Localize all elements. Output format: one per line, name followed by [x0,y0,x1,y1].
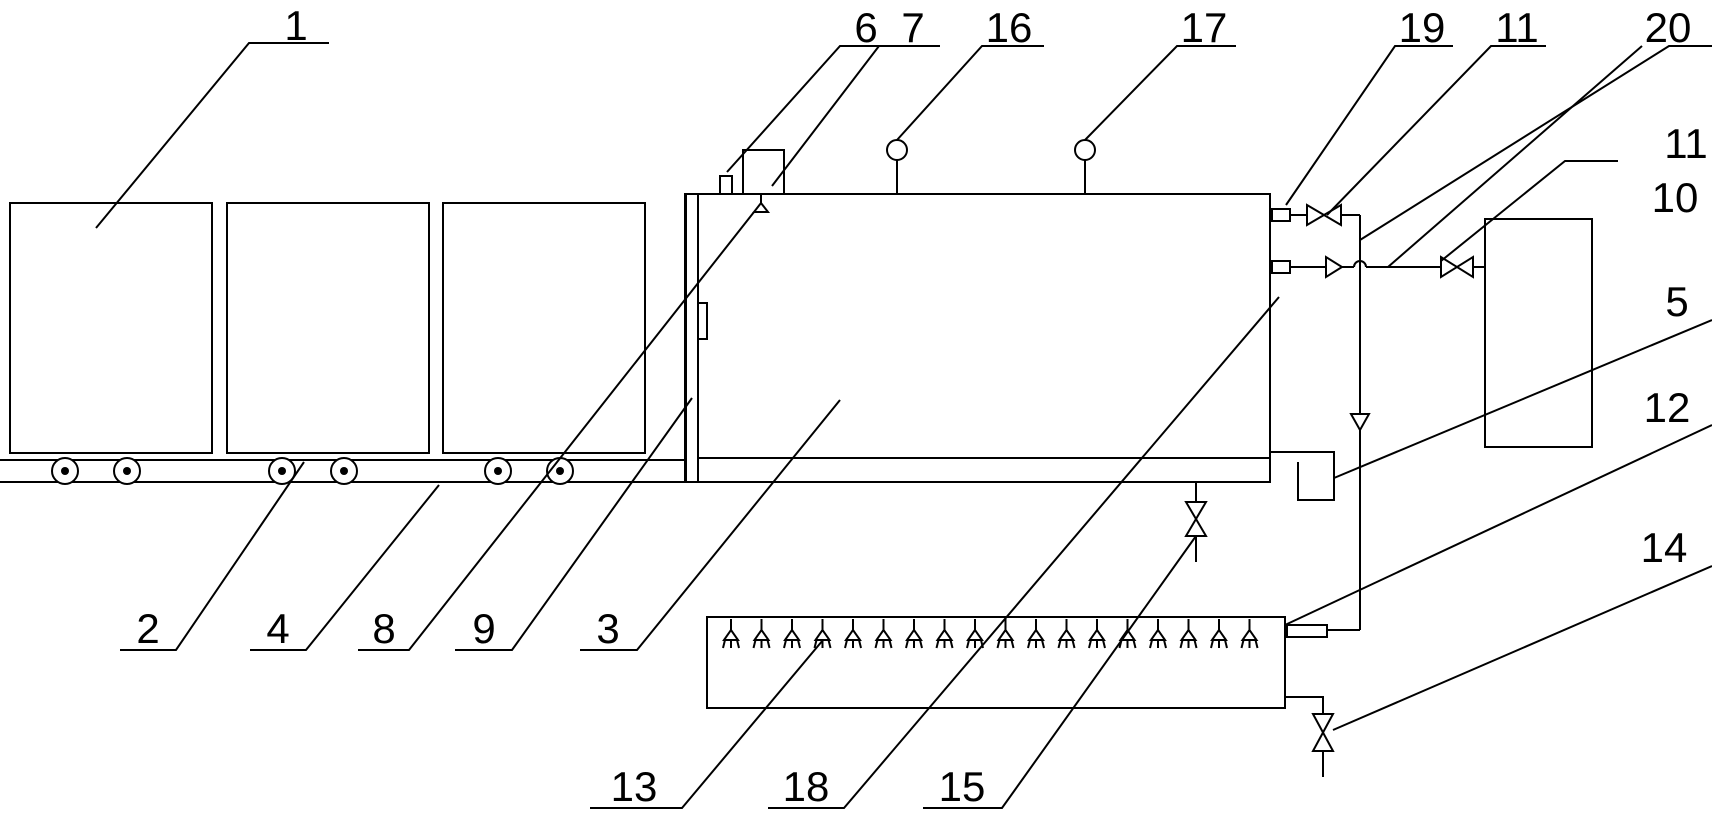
spray-nozzle [966,619,984,649]
drain-box [1270,451,1335,501]
spray-nozzle [722,619,740,649]
spray-nozzle [935,619,954,649]
label-11-side: 11 [1664,120,1708,167]
spray-nozzle [844,619,862,649]
label-17: 17 [1181,4,1228,51]
wheel [51,457,79,485]
label-2: 2 [136,605,159,652]
chamber-door [685,193,708,483]
gauge-17 [1074,139,1096,194]
spray-nozzle [783,619,801,649]
spray-nozzle [1149,619,1167,649]
material-cart-3 [442,202,646,454]
spray-pool [706,616,1328,709]
label-16: 16 [986,4,1033,51]
label-3: 3 [596,605,619,652]
spray-nozzles [722,619,1259,649]
spray-nozzle [1088,619,1106,649]
wheel [546,457,574,485]
spray-nozzle [1057,619,1076,649]
label-4: 4 [266,605,289,652]
spray-nozzle [905,619,923,649]
top-nozzle [751,194,771,213]
spray-nozzle [874,619,893,649]
label-18: 18 [783,763,830,810]
cart-wheels [51,457,574,485]
pipe-20 [1290,215,1441,631]
wheel [330,457,358,485]
label-9: 9 [472,605,495,652]
outlet-port-19 [1271,208,1307,222]
spray-nozzle [1240,619,1259,649]
wheel [484,457,512,485]
water-tank [1484,218,1593,448]
top-motor-box [742,149,785,195]
wheel [268,457,296,485]
spray-nozzle [996,619,1015,649]
leader-lines [95,42,1712,809]
spray-nozzle [1179,619,1198,649]
wheel [113,457,141,485]
gauge-16 [886,139,908,194]
label-12: 12 [1644,384,1691,431]
material-cart-2 [226,202,430,454]
valve-11-lower [1440,255,1485,279]
spray-nozzle [1210,619,1228,649]
label-8: 8 [372,605,395,652]
top-sensor-block [719,175,733,195]
label-10: 10 [1652,174,1699,221]
material-cart-1 [9,202,213,454]
part-labels: 1 6 7 16 17 19 11 20 11 10 5 12 14 2 4 8… [136,2,1707,810]
label-13: 13 [611,763,658,810]
label-1: 1 [284,2,307,49]
spray-nozzle [1027,619,1045,649]
drain-valve-14 [1285,696,1335,777]
label-7: 7 [901,4,924,51]
spray-nozzle [752,619,771,649]
label-15: 15 [939,763,986,810]
label-20: 20 [1645,4,1692,51]
label-6: 6 [854,4,877,51]
label-19: 19 [1399,4,1446,51]
drain-valve-15 [1184,482,1208,562]
label-14: 14 [1641,524,1688,571]
label-5: 5 [1665,278,1688,325]
label-11-top: 11 [1495,4,1539,51]
curing-chamber [684,193,1271,483]
inlet-port-18 [1271,260,1291,274]
